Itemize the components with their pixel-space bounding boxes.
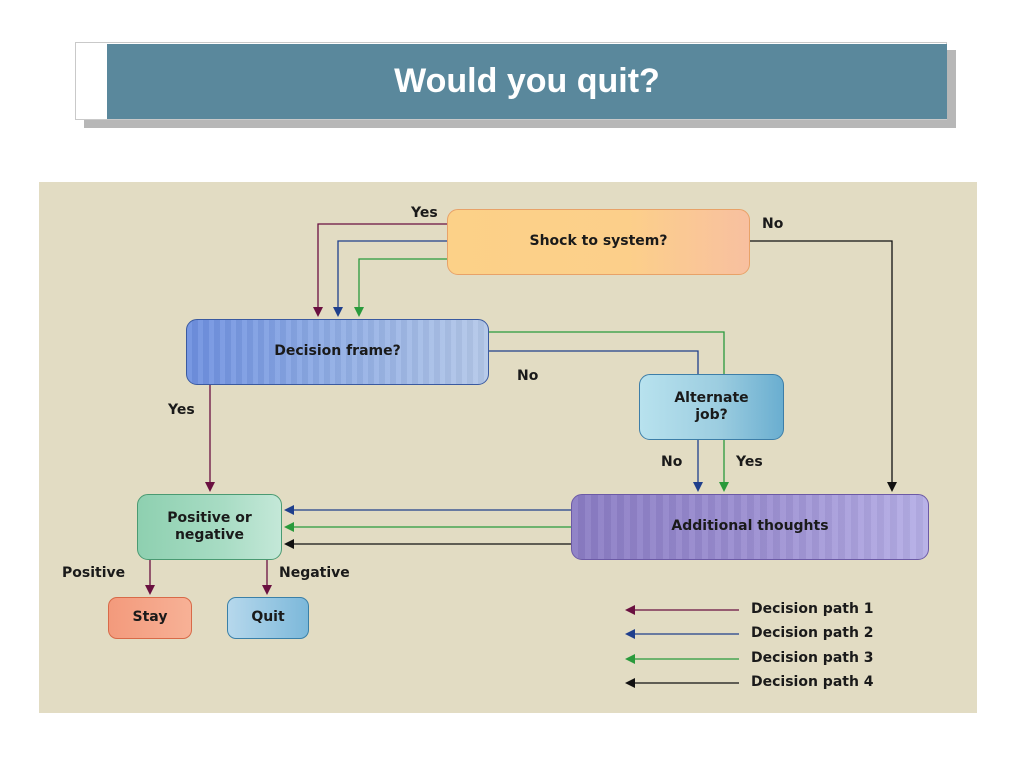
path2-frame-to-alternate bbox=[489, 350, 699, 374]
legend-label-path3: Decision path 3 bbox=[751, 650, 874, 666]
node-decision-frame: Decision frame? bbox=[186, 319, 489, 385]
edge-label-shock-yes: Yes bbox=[411, 205, 438, 221]
path2-shock-to-frame bbox=[333, 240, 447, 317]
node-positive-or-negative: Positive or negative bbox=[137, 494, 282, 560]
edge-label-positive: Positive bbox=[62, 565, 126, 581]
edge-label-frame-no: No bbox=[517, 368, 539, 384]
flowchart-diagram: Shock to system? Decision frame? Alterna… bbox=[39, 182, 977, 713]
flowchart-connectors bbox=[145, 223, 897, 688]
path1-shock-to-frame bbox=[313, 223, 447, 317]
node-quit: Quit bbox=[227, 597, 309, 639]
node-alternate-job: Alternate job? bbox=[639, 374, 784, 440]
legend-label-path1: Decision path 1 bbox=[751, 601, 874, 617]
edge-label-frame-yes: Yes bbox=[168, 402, 195, 418]
edge-label-alternate-yes: Yes bbox=[736, 454, 763, 470]
page-title: Would you quit? bbox=[107, 44, 947, 119]
path4-shock-to-additional bbox=[750, 240, 897, 492]
node-additional-thoughts: Additional thoughts bbox=[571, 494, 929, 560]
edge-label-shock-no: No bbox=[762, 216, 784, 232]
path3-shock-to-frame bbox=[354, 258, 447, 317]
legend-label-path4: Decision path 4 bbox=[751, 674, 874, 690]
path3-frame-to-alternate bbox=[489, 331, 725, 374]
node-positive-or-negative-label: Positive or negative bbox=[167, 509, 252, 544]
edge-label-negative: Negative bbox=[279, 565, 350, 581]
legend-label-path2: Decision path 2 bbox=[751, 625, 874, 641]
node-shock-to-system: Shock to system? bbox=[447, 209, 750, 275]
node-alternate-job-label: Alternate job? bbox=[674, 389, 749, 424]
edge-label-alternate-no: No bbox=[661, 454, 683, 470]
node-stay: Stay bbox=[108, 597, 192, 639]
